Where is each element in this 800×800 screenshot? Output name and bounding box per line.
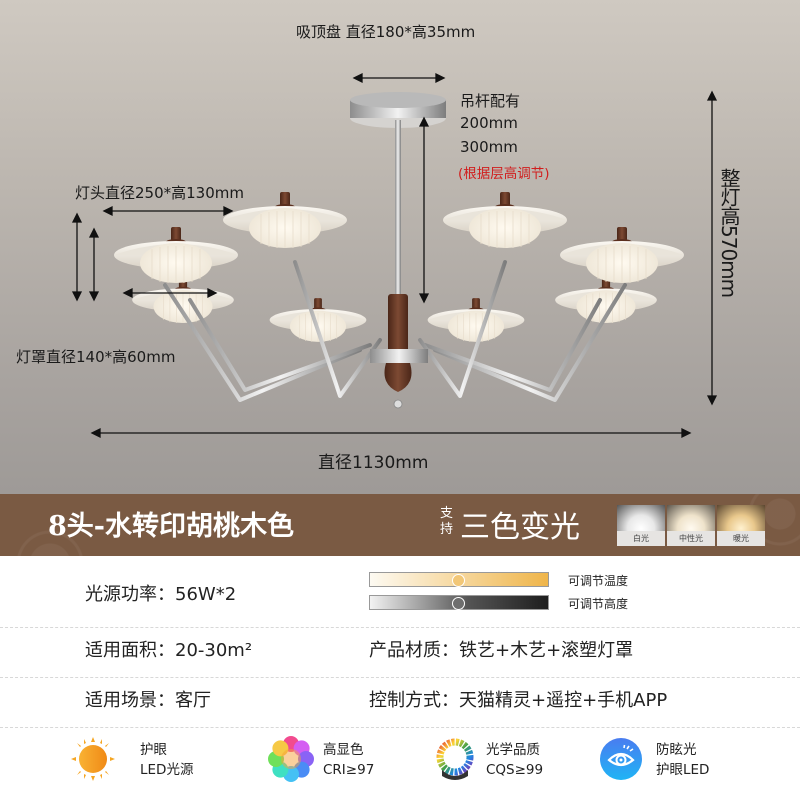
brightness-slider-label: 可调节高度	[568, 597, 629, 611]
divider	[0, 677, 800, 678]
warm-light-glow	[717, 505, 765, 531]
overall-height-dimension: 整灯高570mm	[717, 168, 748, 297]
rod-option-200: 200mm	[460, 114, 518, 132]
diameter-dimension: 直径1130mm	[318, 453, 429, 473]
cqs-ring-icon	[436, 738, 474, 780]
swatch-label: 中性光	[667, 531, 715, 546]
material-label: 产品材质：	[369, 640, 459, 661]
feature-icons-row: 护眼 LED光源 高显色 CRI≥97 光学品质 CQS≥99 防眩光 护眼LE…	[0, 728, 800, 800]
overall-height-prefix: 整灯高	[717, 168, 741, 225]
rod-title: 吊杆配有	[460, 92, 521, 110]
rod-height-note: (根据层高调节)	[458, 166, 550, 182]
scene-value: 客厅	[175, 690, 211, 711]
feature-text-eye-care: 护眼 LED光源	[140, 742, 194, 778]
variant-banner: 8头-水转印胡桃木色 支持 三色变光 白光 中性光 暖光	[0, 494, 800, 556]
temperature-slider-knob[interactable]	[452, 574, 465, 587]
swatch-neutral: 中性光	[667, 505, 715, 546]
sun-icon	[71, 737, 115, 781]
scene-spec: 适用场景：客厅	[85, 686, 211, 712]
area-value: 20-30m²	[175, 640, 253, 661]
feature-text-cri: 高显色 CRI≥97	[323, 742, 375, 778]
power-label: 光源功率：	[85, 584, 175, 605]
lamp-shade-dimension: 灯罩直径140*高60mm	[16, 348, 176, 366]
control-label: 控制方式：	[369, 690, 459, 711]
white-light-glow	[617, 505, 665, 531]
divider	[0, 627, 800, 628]
scene-label: 适用场景：	[85, 690, 175, 711]
variant-title: 8头-水转印胡桃木色	[48, 511, 294, 542]
product-hero-image: 吸顶盘 直径180*高35mm 吊杆配有 200mm 300mm (根据层高调节…	[0, 0, 800, 494]
overall-height-value: 570mm	[717, 225, 741, 298]
spec-row-scene: 适用场景：客厅 控制方式：天猫精灵+遥控+手机APP	[0, 674, 800, 728]
area-spec: 适用面积：20-30m²	[85, 636, 252, 662]
material-value: 铁艺+木艺+滚塑灯罩	[459, 640, 634, 661]
tricolor-label: 三色变光	[460, 510, 580, 545]
color-temperature-slider[interactable]	[369, 572, 549, 587]
ceiling-plate-dimension: 吸顶盘 直径180*高35mm	[296, 23, 476, 41]
control-spec: 控制方式：天猫精灵+遥控+手机APP	[369, 686, 667, 712]
color-flower-icon	[268, 736, 314, 782]
swatch-warm: 暖光	[717, 505, 765, 546]
swatch-label: 白光	[617, 531, 665, 546]
material-spec: 产品材质：铁艺+木艺+滚塑灯罩	[369, 636, 633, 662]
light-color-swatches: 白光 中性光 暖光	[617, 505, 765, 546]
feature-text-anti-glare: 防眩光 护眼LED	[656, 742, 710, 778]
power-spec: 光源功率：56W*2	[85, 580, 236, 606]
chandelier-illustration	[71, 72, 718, 439]
power-value: 56W*2	[175, 584, 237, 605]
eye-icon	[600, 738, 642, 780]
swatch-label: 暖光	[717, 531, 765, 546]
neutral-light-glow	[667, 505, 715, 531]
control-value: 天猫精灵+遥控+手机APP	[459, 690, 668, 711]
lamp-head-dimension: 灯头直径250*高130mm	[75, 184, 244, 202]
brightness-slider-knob[interactable]	[452, 597, 465, 610]
brightness-slider[interactable]	[369, 595, 549, 610]
area-label: 适用面积：	[85, 640, 175, 661]
rod-option-300: 300mm	[460, 138, 518, 156]
feature-text-cqs: 光学品质 CQS≥99	[486, 742, 544, 778]
temperature-slider-label: 可调节温度	[568, 574, 629, 588]
spec-row-power: 光源功率：56W*2 可调节温度 可调节高度	[0, 566, 800, 628]
spec-row-area: 适用面积：20-30m² 产品材质：铁艺+木艺+滚塑灯罩	[0, 622, 800, 678]
swatch-white: 白光	[617, 505, 665, 546]
divider	[0, 727, 800, 728]
support-label: 支持	[440, 506, 454, 537]
